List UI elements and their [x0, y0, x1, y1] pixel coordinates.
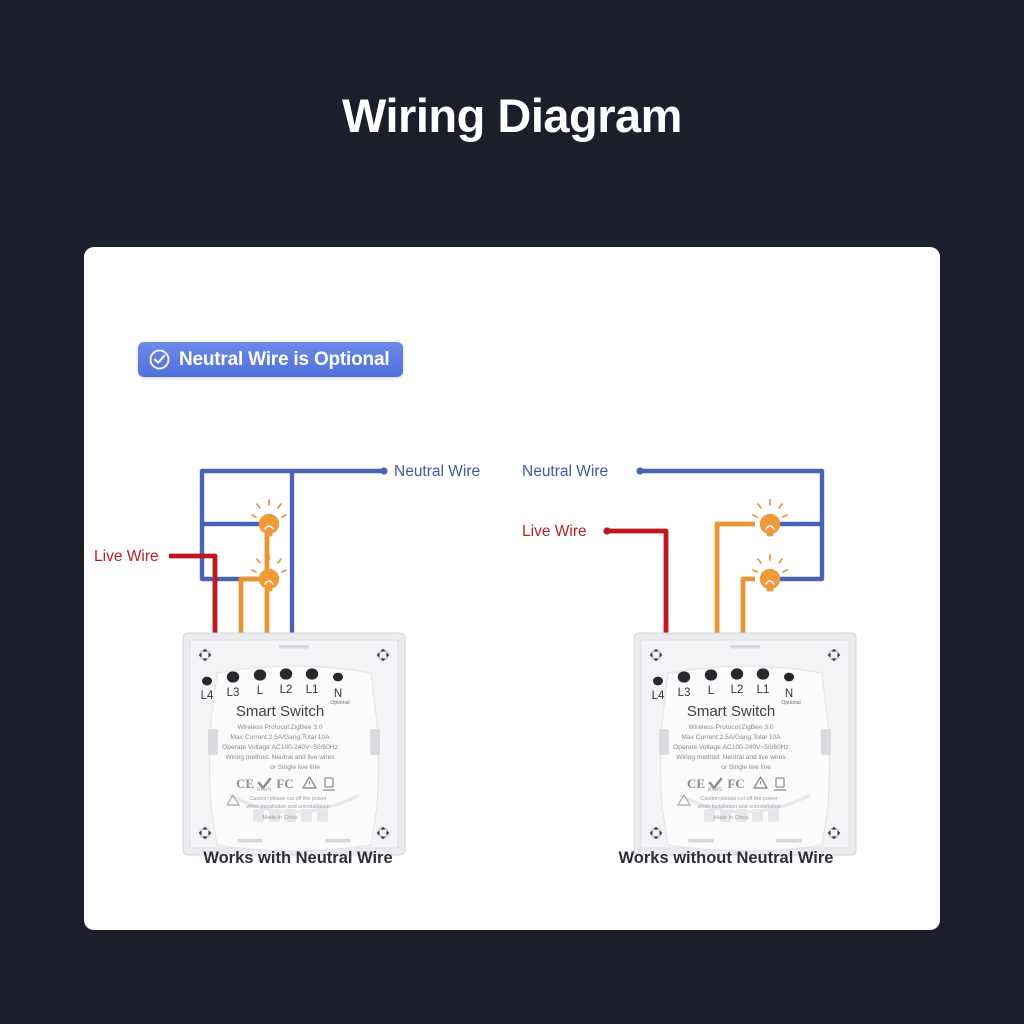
weee-bin-icon [323, 777, 335, 791]
switch-spec-line: Operate Voltage:AC100-240V~50/60Hz [673, 744, 789, 751]
caution-line: Caution:please cut off the power [700, 796, 777, 802]
live-wire-label: Live Wire [522, 523, 587, 540]
screw-marker-icon [376, 648, 390, 662]
terminal-L1 [756, 668, 770, 680]
neutral-wire-label: Neutral Wire [522, 463, 608, 480]
live-wire-path [607, 528, 669, 645]
screw-marker-icon [198, 826, 212, 840]
fcc-mark-icon: FC [276, 776, 293, 791]
rohs-check-icon: RoHS [708, 777, 723, 793]
origin-label: Made In China [262, 815, 297, 821]
caption-without-neutral: Works without Neutral Wire [618, 849, 834, 867]
terminal-label-L4: L4 [652, 690, 665, 702]
diagram-card: Neutral Wire is Optional Neutral Wire [84, 247, 940, 930]
switch-spec-line: Max Current:2.5A/Gang;Total 10A [682, 734, 782, 741]
caption-with-neutral: Works with Neutral Wire [203, 849, 393, 867]
diagram-with-neutral: Neutral Wire [84, 427, 512, 930]
screw-marker-icon [827, 648, 841, 662]
live-wire-path [169, 553, 218, 645]
smart-switch-unit: L4 L3 L L2 L1 N Optional Smart Switch Wi… [633, 632, 857, 856]
caution-block: Caution:please cut off the power when in… [226, 794, 330, 810]
load-wire-routes [714, 521, 755, 645]
terminal-label-L3: L3 [678, 687, 691, 699]
terminal-label-L1: L1 [306, 684, 319, 696]
switch-brand-title: Smart Switch [687, 703, 775, 720]
terminal-L3 [677, 671, 691, 683]
terminal-label-L2: L2 [731, 684, 744, 696]
screw-marker-icon [376, 826, 390, 840]
terminal-label-N: N [334, 688, 342, 700]
terminal-label-L3: L3 [227, 687, 240, 699]
smart-switch-unit: L4 L3 L L2 L1 N Optional Smart Switch Wi… [182, 632, 406, 856]
switch-spec-line: or Single live line [721, 764, 771, 771]
terminal-L1 [305, 668, 319, 680]
ce-mark-icon: CE [687, 776, 705, 791]
rohs-check-icon: RoHS [257, 777, 272, 793]
terminal-L [704, 669, 718, 681]
switch-spec-line: Wireless Protocol:ZigBee 3.0 [237, 724, 322, 731]
warning-triangle-icon [302, 776, 317, 789]
terminal-N [333, 672, 343, 682]
switch-spec-line: Wiring method: Neutral and live wires [676, 754, 786, 761]
check-circle-icon [148, 348, 171, 371]
bulb-icon [251, 554, 287, 592]
terminal-label-N: N [785, 688, 793, 700]
page-title: Wiring Diagram [342, 89, 682, 142]
neutral-label-dot [636, 467, 644, 475]
terminal-label-L: L [257, 685, 264, 697]
terminal-n-optional-note: Optional [330, 700, 349, 706]
terminal-label-L1: L1 [757, 684, 770, 696]
switch-brand-title: Smart Switch [236, 703, 324, 720]
terminal-L2 [279, 668, 293, 680]
badge-label: Neutral Wire is Optional [179, 348, 390, 370]
terminal-label-L: L [708, 685, 715, 697]
caution-line: when installation and uninstallation [696, 804, 780, 810]
weee-bin-icon [774, 777, 786, 791]
terminal-L4 [653, 676, 663, 686]
live-wire-label: Live Wire [94, 548, 159, 565]
live-label-dot [603, 527, 611, 535]
origin-label: Made In China [713, 815, 748, 821]
bulb-icon [752, 554, 788, 592]
certification-marks: CE RoHS FC [687, 776, 786, 793]
screw-marker-icon [649, 826, 663, 840]
neutral-optional-badge: Neutral Wire is Optional [138, 342, 404, 377]
neutral-wire-label: Neutral Wire [394, 463, 480, 480]
fcc-mark-icon: FC [727, 776, 744, 791]
neutral-wire-path [199, 468, 384, 645]
caution-line: when installation and uninstallation [245, 804, 329, 810]
terminal-label-L2: L2 [280, 684, 293, 696]
bulb-icon [752, 499, 788, 537]
switch-spec-line: Wireless Protocol:ZigBee 3.0 [688, 724, 773, 731]
switch-spec-line: or Single live line [270, 764, 320, 771]
terminal-N [784, 672, 794, 682]
diagram-without-neutral: Neutral Wire Live Wire [512, 427, 940, 930]
terminal-L2 [730, 668, 744, 680]
ce-mark-icon: CE [236, 776, 254, 791]
bulb-icon [251, 499, 287, 537]
rohs-label: RoHS [257, 787, 272, 793]
terminal-label-L4: L4 [201, 690, 214, 702]
warning-triangle-icon [753, 776, 768, 789]
screw-marker-icon [649, 648, 663, 662]
rohs-label: RoHS [708, 787, 723, 793]
certification-marks: CE RoHS FC [236, 776, 335, 793]
terminal-L3 [226, 671, 240, 683]
screw-marker-icon [827, 826, 841, 840]
neutral-label-dot [380, 467, 388, 475]
caution-line: Caution:please cut off the power [249, 796, 326, 802]
switch-spec-line: Wiring method: Neutral and live wires [225, 754, 335, 761]
terminal-L [253, 669, 267, 681]
caution-block: Caution:please cut off the power when in… [677, 794, 781, 810]
screw-marker-icon [198, 648, 212, 662]
switch-spec-line: Operate Voltage:AC100-240V~50/60Hz [222, 744, 338, 751]
switch-spec-line: Max Current:2.5A/Gang;Total 10A [231, 734, 331, 741]
terminal-L4 [202, 676, 212, 686]
terminal-n-optional-note: Optional [781, 700, 800, 706]
